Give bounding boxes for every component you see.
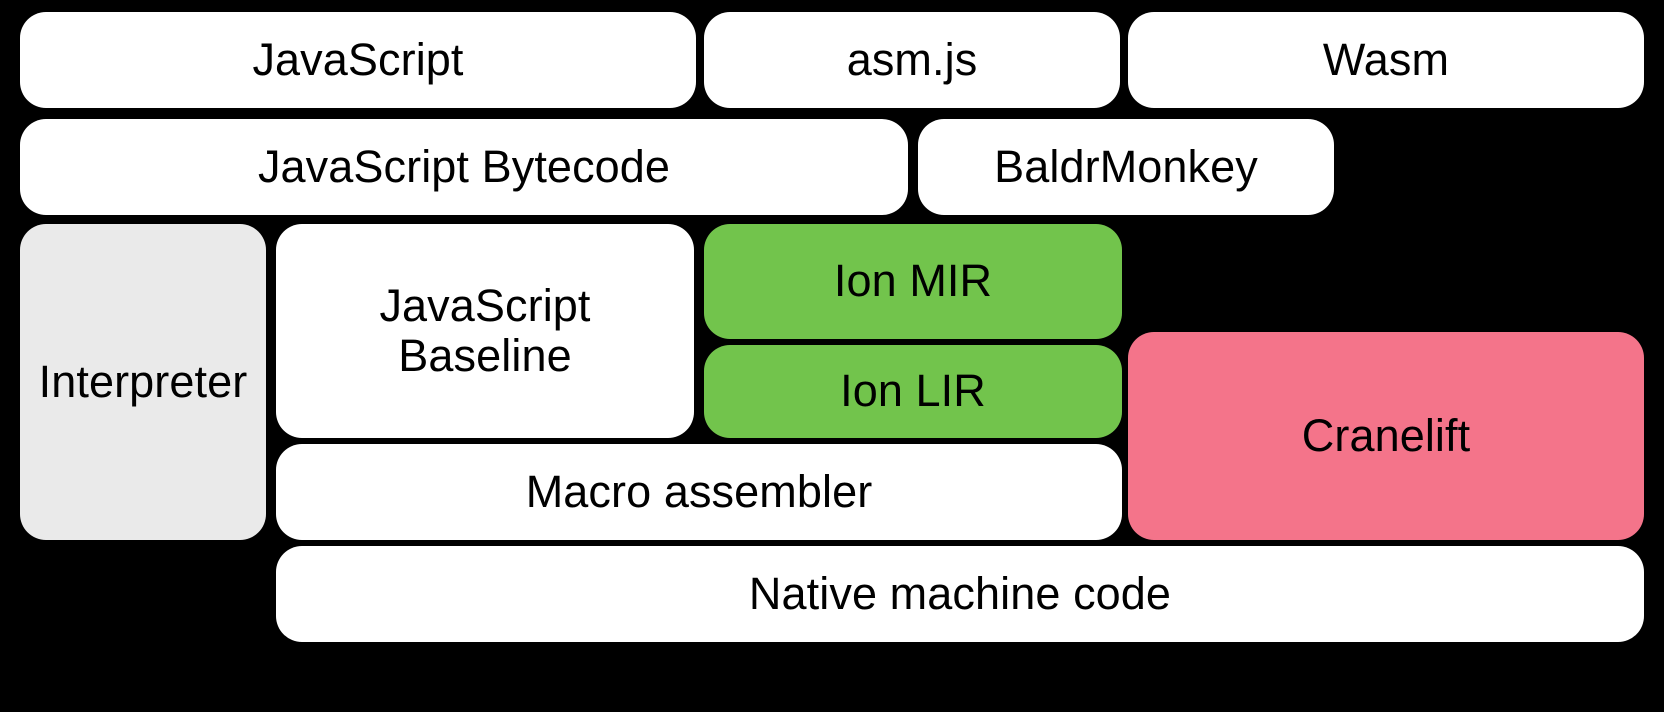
node-wasm: Wasm: [1128, 12, 1644, 108]
node-ion-lir: Ion LIR: [704, 345, 1122, 438]
node-native-machine-code: Native machine code: [276, 546, 1644, 642]
node-interpreter: Interpreter: [20, 224, 266, 540]
node-javascript-bytecode: JavaScript Bytecode: [20, 119, 908, 215]
node-javascript: JavaScript: [20, 12, 696, 108]
node-ion-mir: Ion MIR: [704, 224, 1122, 339]
node-baldrmonkey: BaldrMonkey: [918, 119, 1334, 215]
node-asmjs: asm.js: [704, 12, 1120, 108]
node-cranelift: Cranelift: [1128, 332, 1644, 540]
node-macro-assembler: Macro assembler: [276, 444, 1122, 540]
node-javascript-baseline: JavaScript Baseline: [276, 224, 694, 438]
